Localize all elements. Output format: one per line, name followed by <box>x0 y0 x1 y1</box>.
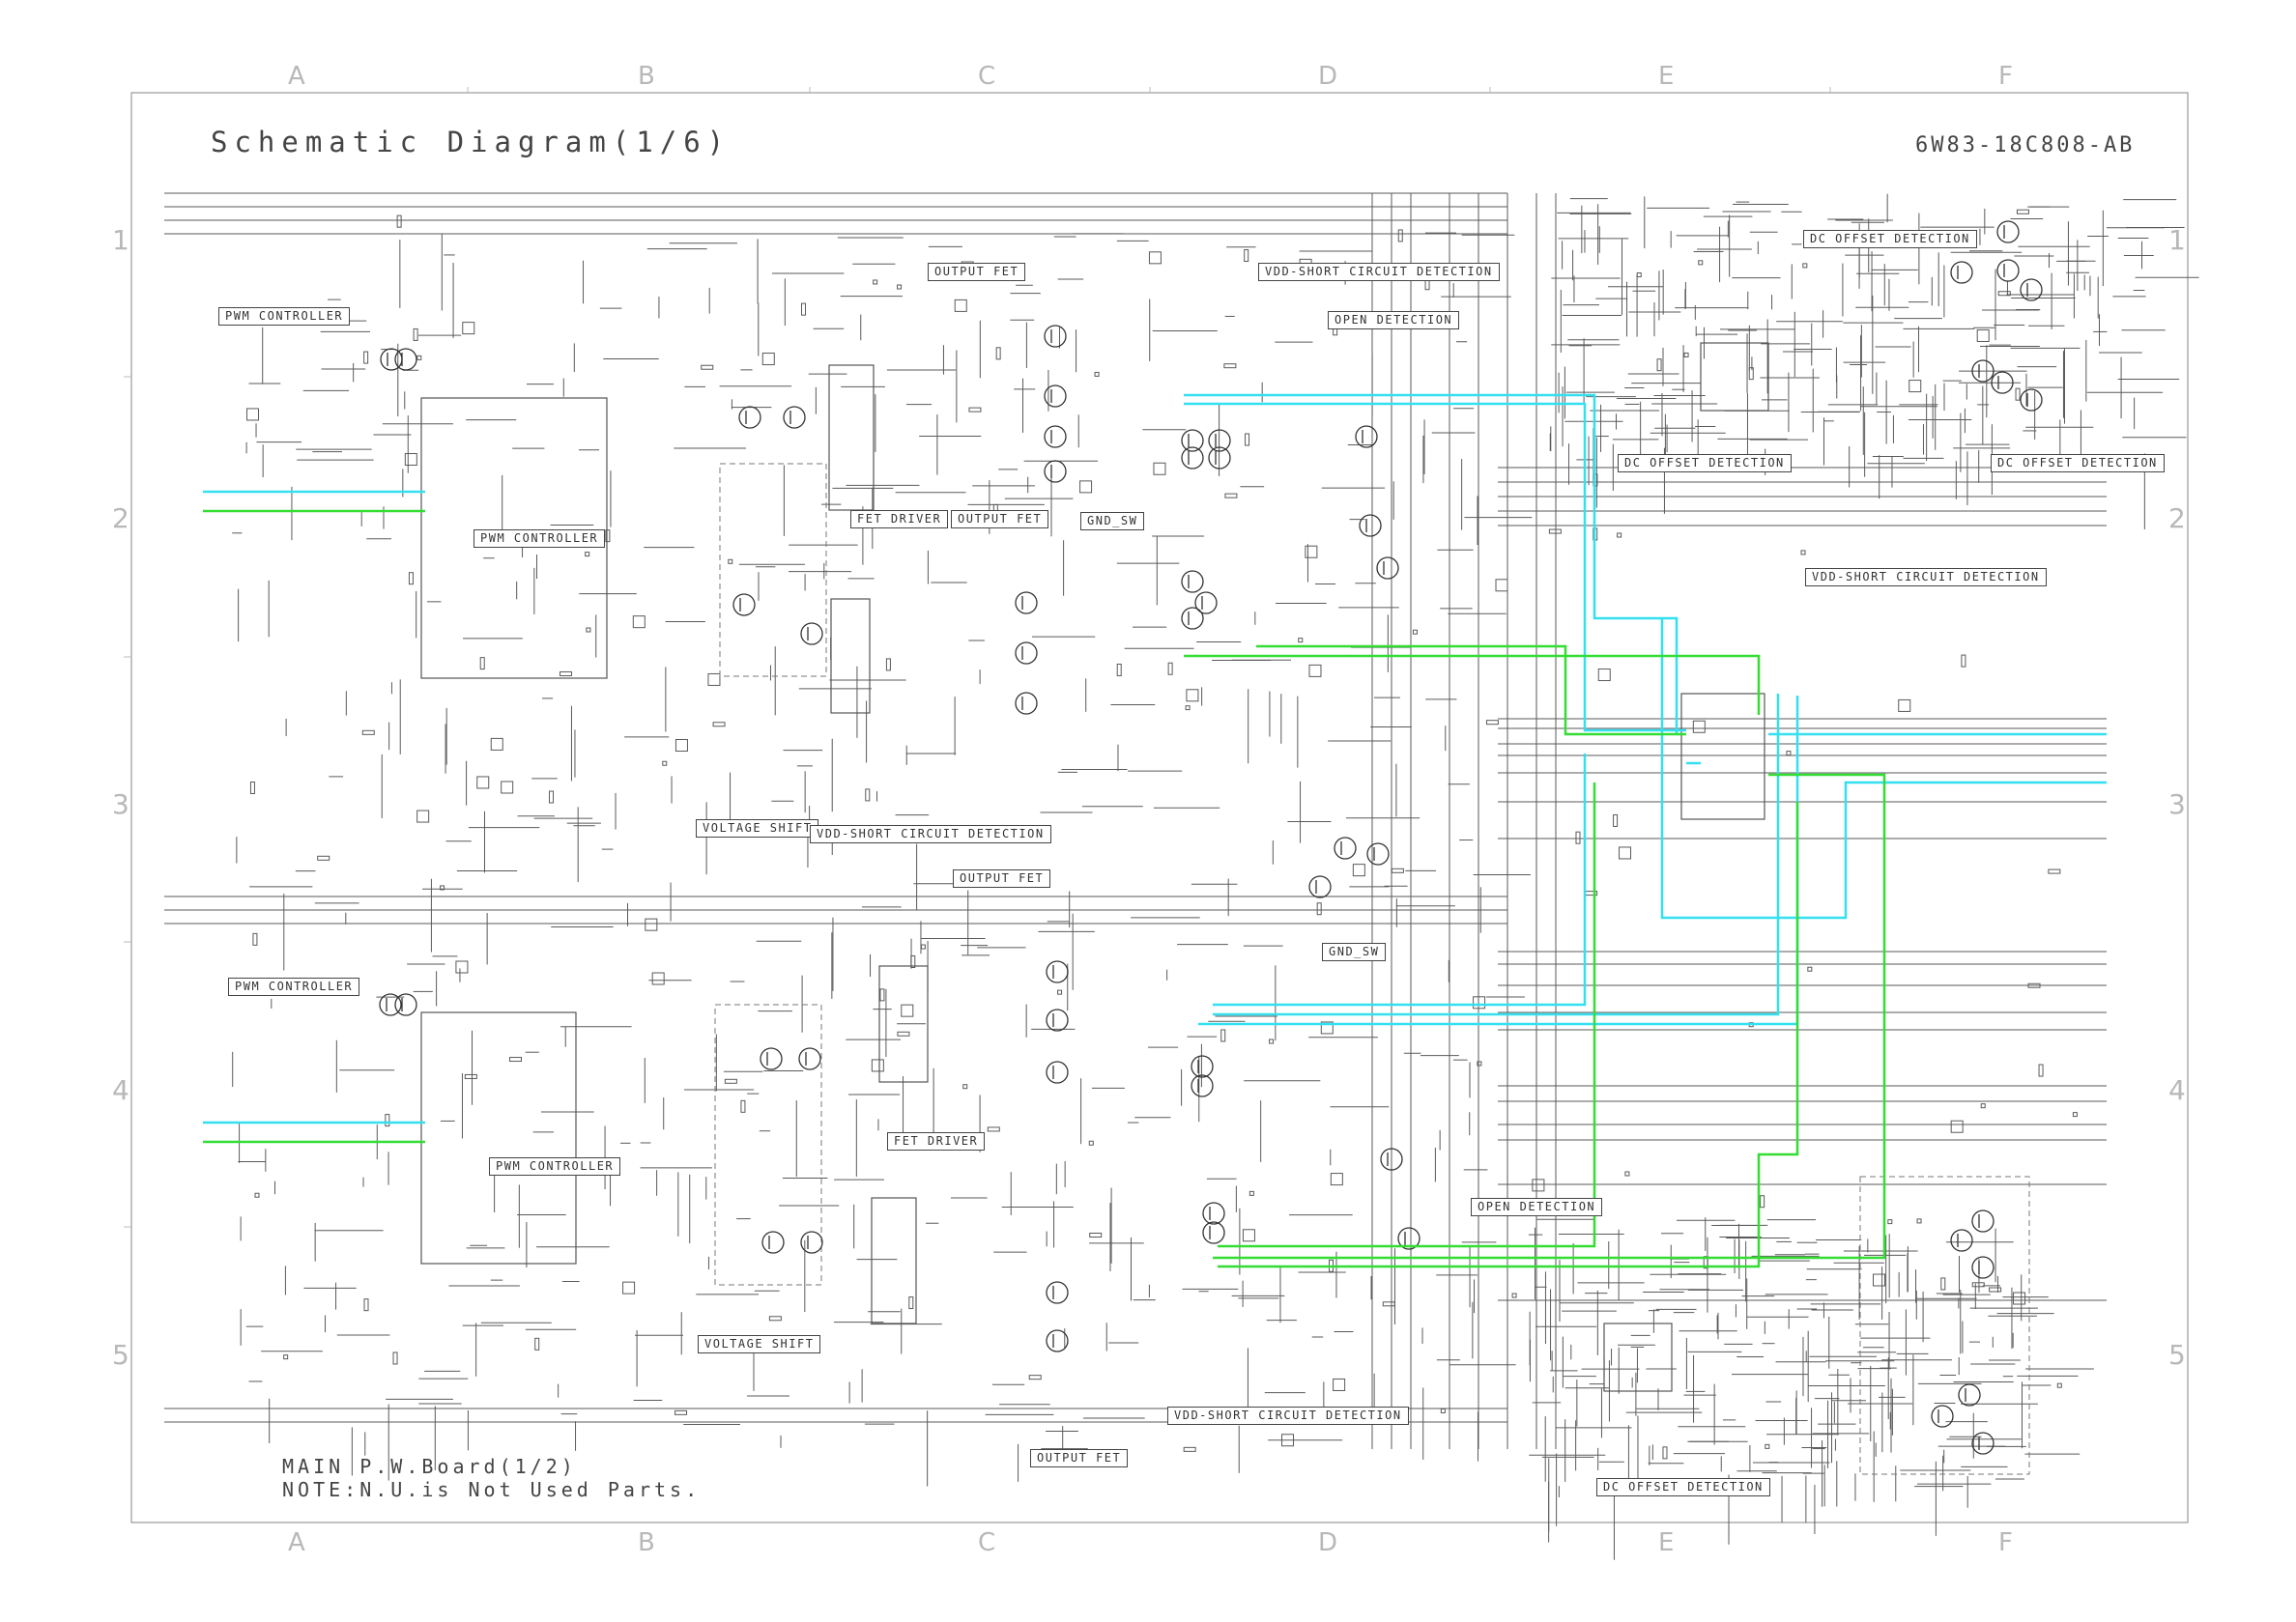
part-number: 6W83-18C808-AB <box>1915 133 2136 157</box>
grid-col-f-bottom: F <box>1998 1528 2013 1557</box>
label-pwm-controller-top: PWM CONTROLLER <box>218 307 351 326</box>
wire-network <box>164 192 2199 1560</box>
grid-row-1-right: 1 <box>2168 224 2186 256</box>
grid-col-a-bottom: A <box>288 1528 305 1557</box>
ic-driver-bottom-2 <box>871 1197 917 1324</box>
grid-row-2-left: 2 <box>112 502 129 534</box>
label-output-fet-3: OUTPUT FET <box>953 869 1051 888</box>
label-pwm-controller-bottom: PWM CONTROLLER <box>228 978 360 996</box>
ic-dc-offset-top <box>1700 342 1769 412</box>
ic-driver-bottom <box>878 965 929 1083</box>
label-vdd-short-3: VDD-SHORT CIRCUIT DETECTION <box>810 825 1051 843</box>
board-title: MAIN P.W.Board(1/2) <box>282 1455 577 1478</box>
grid-col-b-top: B <box>638 62 655 91</box>
label-voltage-shift-2: VOLTAGE SHIFT <box>698 1335 821 1353</box>
grid-row-3-left: 3 <box>112 788 129 820</box>
label-fet-driver-1: FET DRIVER <box>850 510 949 528</box>
grid-col-c-top: C <box>978 62 996 91</box>
label-output-fet-2: OUTPUT FET <box>951 510 1049 528</box>
grid-row-1-left: 1 <box>112 224 129 256</box>
cyan-traces <box>203 393 2107 1124</box>
ic-pwm-top <box>420 397 608 679</box>
note-unused-parts: NOTE:N.U.is Not Used Parts. <box>282 1478 702 1501</box>
label-vdd-short-2: VDD-SHORT CIRCUIT DETECTION <box>1805 568 2047 586</box>
label-open-detection-1: OPEN DETECTION <box>1328 311 1460 329</box>
page-title: Schematic Diagram(1/6) <box>211 126 732 158</box>
green-traces <box>203 509 1886 1268</box>
grid-row-5-left: 5 <box>112 1339 129 1371</box>
label-pwm-ic-top: PWM CONTROLLER <box>474 529 606 548</box>
grid-row-4-right: 4 <box>2168 1074 2186 1106</box>
label-open-detection-2: OPEN DETECTION <box>1471 1198 1603 1216</box>
grid-col-c-bottom: C <box>978 1528 996 1557</box>
grid-row-5-right: 5 <box>2168 1339 2186 1371</box>
grid-row-4-left: 4 <box>112 1074 129 1106</box>
ic-pwm-bottom <box>420 1011 577 1265</box>
label-gnd-sw-2: GND_SW <box>1322 943 1387 961</box>
ic-connector-center <box>1680 693 1765 820</box>
label-vdd-short-4: VDD-SHORT CIRCUIT DETECTION <box>1167 1407 1409 1425</box>
label-output-fet-4: OUTPUT FET <box>1030 1449 1129 1467</box>
label-gnd-sw-1: GND_SW <box>1080 512 1145 530</box>
grid-col-e-bottom: E <box>1658 1528 1675 1557</box>
grid-row-2-right: 2 <box>2168 502 2186 534</box>
label-dc-offset-2: DC OFFSET DETECTION <box>1618 454 1792 472</box>
ic-dc-offset-bottom <box>1603 1323 1673 1392</box>
label-fet-driver-2: FET DRIVER <box>887 1132 986 1151</box>
grid-col-d-bottom: D <box>1318 1528 1338 1557</box>
label-voltage-shift-1: VOLTAGE SHIFT <box>696 819 819 838</box>
label-dc-offset-3: DC OFFSET DETECTION <box>1991 454 2165 472</box>
grid-row-3-right: 3 <box>2168 788 2186 820</box>
grid-ticks <box>124 87 1831 1228</box>
grid-col-d-top: D <box>1318 62 1338 91</box>
ic-packages <box>420 342 1769 1392</box>
sheet-frame <box>130 92 2189 1523</box>
label-output-fet-1: OUTPUT FET <box>928 263 1026 281</box>
dashed-regions <box>714 463 2030 1475</box>
ic-driver-top-2 <box>830 598 871 714</box>
grid-col-b-bottom: B <box>638 1528 655 1557</box>
label-dc-offset-4: DC OFFSET DETECTION <box>1596 1478 1770 1496</box>
label-dc-offset-1: DC OFFSET DETECTION <box>1803 230 1977 248</box>
grid-col-f-top: F <box>1998 62 2013 91</box>
grid-col-a-top: A <box>288 62 305 91</box>
label-pwm-ic-bottom: PWM CONTROLLER <box>489 1157 621 1176</box>
grid-col-e-top: E <box>1658 62 1675 91</box>
label-vdd-short-1: VDD-SHORT CIRCUIT DETECTION <box>1258 263 1500 281</box>
transistor-symbols <box>379 220 2043 1455</box>
